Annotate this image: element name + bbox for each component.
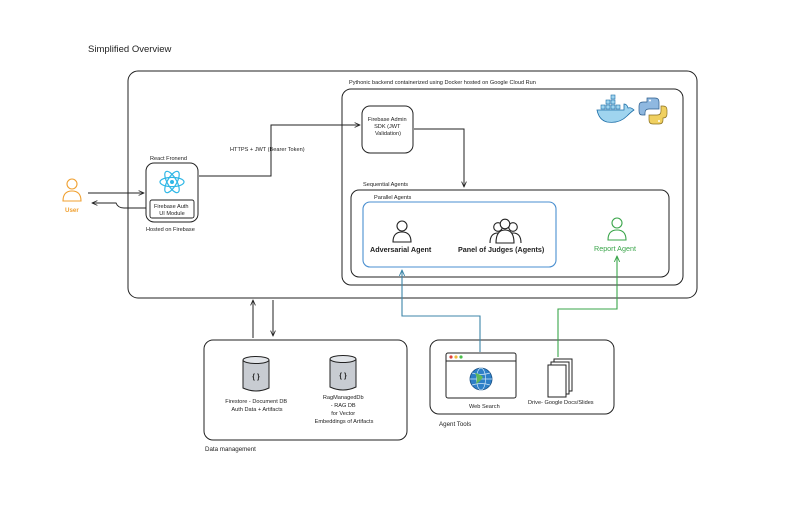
https-arrow: [199, 125, 360, 177]
user-icon: [62, 178, 82, 202]
rag-line3: for Vector: [331, 411, 355, 417]
panel-of-judges-label: Panel of Judges (Agents): [458, 245, 545, 254]
python-logo-icon: [638, 97, 668, 125]
adversarial-agent-label: Adversarial Agent: [370, 245, 432, 254]
svg-text:RagManagedDb - RAG DB: RagManagedDb - RAG DB for Vector Embeddi…: [315, 395, 374, 425]
svg-text:Firebase Auth UI Module: Firebase Auth UI Module: [154, 204, 190, 217]
agent-tools-box: [429, 339, 615, 415]
backend-container: [127, 70, 698, 299]
firebase-auth-box: [149, 199, 195, 219]
firestore-line2: Auth Data + Artifacts: [231, 407, 282, 413]
user-label: User: [65, 207, 79, 214]
firestore-db-icon: { }: [242, 356, 270, 392]
panel-of-judges-icon: [489, 218, 522, 244]
firebase-admin-line1: Firebase Admin: [368, 117, 407, 123]
drive-to-report-arrow: [557, 256, 617, 357]
web-search-label: Web Search: [469, 404, 500, 410]
parallel-agents-title: Parallel Agents: [374, 195, 412, 201]
firebase-admin-box: [361, 105, 414, 154]
data-management-title: Data management: [205, 446, 256, 453]
drive-label: Drive- Google Docs/Slides: [528, 400, 594, 406]
hosted-on-firebase-label: Hosted on Firebase: [146, 227, 195, 233]
data-management-box: [203, 339, 408, 441]
rag-db-glyph: { }: [339, 373, 347, 380]
rag-line2: - RAG DB: [331, 403, 356, 409]
firestore-line1: Firestore - Document DB: [225, 399, 287, 405]
frontend-title: React Fronend: [150, 156, 187, 162]
sequential-agents-title: Sequential Agents: [363, 182, 408, 188]
svg-text:Firebase Admin SDK (JWT: Firebase Admin SDK (JWT Validation): [368, 117, 408, 137]
firebase-admin-line2: SDK (JWT: [374, 124, 401, 130]
react-logo-icon: [159, 170, 185, 194]
svg-text:Firestore - Document DB Au: Firestore - Document DB Auth Data + Arti…: [225, 399, 288, 413]
agent-tools-title: Agent Tools: [439, 421, 471, 428]
globe-icon: [469, 367, 493, 391]
frontend-to-user-arrow: [92, 203, 146, 209]
rag-db-icon: { }: [329, 355, 357, 391]
cloud-run-container: [341, 88, 684, 286]
backend-label: Pythonic backend containerized using Doc…: [349, 80, 536, 86]
firebase-admin-line3: Validation): [375, 131, 401, 137]
web-search-icon: [445, 352, 517, 399]
firebase-auth-line2: UI Module: [159, 211, 185, 217]
admin-to-agents-arrow: [414, 128, 464, 187]
docker-logo-icon: [596, 94, 635, 123]
adversarial-agent-icon: [392, 220, 412, 243]
rag-line1: RagManagedDb: [323, 395, 364, 401]
page-title: Simplified Overview: [88, 44, 172, 55]
report-agent-label: Report Agent: [594, 244, 636, 253]
https-label: HTTPS + JWT (Bearer Token): [230, 147, 305, 153]
documents-icon: [547, 358, 573, 398]
parallel-agents-box: [362, 201, 557, 268]
rag-line4: Embeddings of Artifacts: [315, 419, 374, 425]
firestore-db-glyph: { }: [252, 374, 260, 381]
web-search-to-agents-arrow: [402, 270, 481, 352]
frontend-box: [145, 162, 199, 223]
sequential-agents-box: [350, 189, 670, 278]
report-agent-icon: [607, 217, 627, 241]
firebase-auth-line1: Firebase Auth: [154, 204, 189, 210]
